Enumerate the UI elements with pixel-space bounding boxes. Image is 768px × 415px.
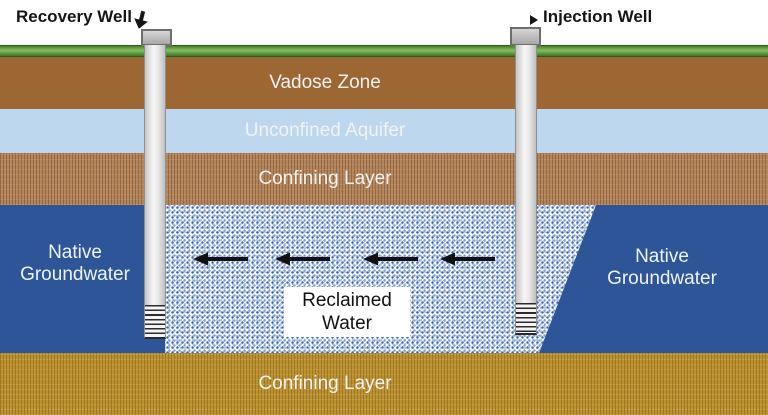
native-groundwater-right-label: Native Groundwater [607,246,717,289]
down-arrow-icon [132,10,150,35]
vadose-zone-layer: Vadose Zone [0,57,768,109]
native-groundwater-left-label: Native Groundwater [20,242,130,285]
flow-arrow-left-icon [363,252,418,266]
ground-surface-grass [0,45,768,57]
unconfined-aquifer-label: Unconfined Aquifer [244,120,406,141]
confining-layer-top-label: Confining Layer [258,168,392,189]
flow-arrow-left-icon [275,252,330,266]
injection-well-casing [515,45,537,303]
unconfined-aquifer-layer: Unconfined Aquifer [0,109,768,153]
recovery-well-casing [144,45,166,305]
injection-well-label: Injection Well [543,7,653,26]
injection-well-screen [515,303,537,335]
flow-arrow-left-icon [440,252,495,266]
recovery-well-label: Recovery Well [16,7,132,26]
recovery-well-screen [144,305,166,339]
confined-aquifer-band: Native Groundwater Native Groundwater Re… [0,205,768,353]
injection-well-cap [510,27,541,46]
flow-arrow-left-icon [193,252,248,266]
recovery-well-cap [141,29,172,46]
confining-layer-top: Confining Layer [0,153,768,205]
vadose-zone-label: Vadose Zone [269,72,381,93]
reclaimed-water-label-box: Reclaimed Water [284,287,410,337]
confining-layer-bottom: Confining Layer [0,353,768,415]
right-arrow-icon [529,13,539,31]
confining-layer-bottom-label: Confining Layer [258,373,392,394]
